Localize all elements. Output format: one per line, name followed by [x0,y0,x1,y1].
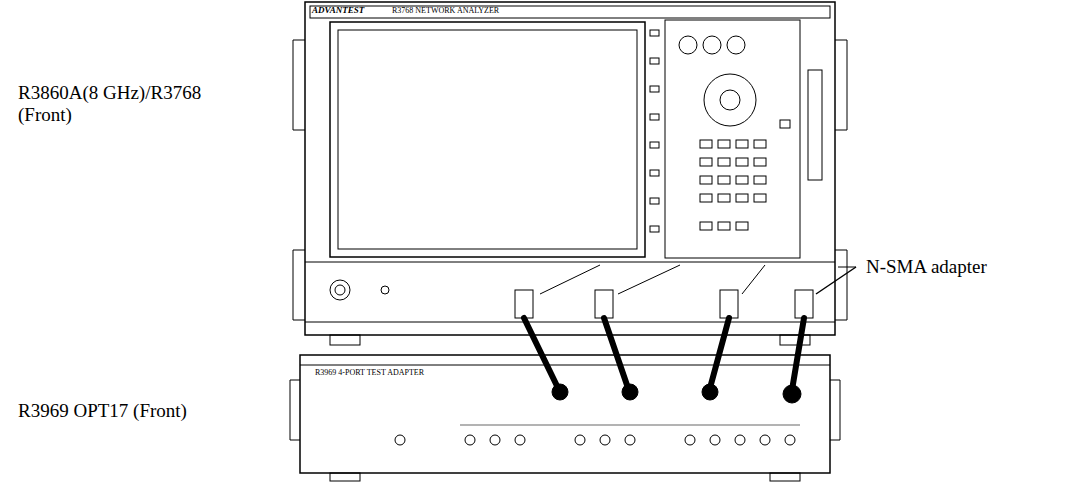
panel-title: R3969 4-PORT TEST ADAPTER [315,368,515,377]
instrument-label: R3860A(8 GHz)/R3768 (Front) [18,82,213,126]
adapter-label: N-SMA adapter [866,256,1066,278]
brand-mark: ADVANTEST [312,5,392,15]
instrument-label: R3969 OPT17 (Front) [18,400,258,422]
panel-title: R3768 NETWORK ANALYZER [392,6,562,15]
